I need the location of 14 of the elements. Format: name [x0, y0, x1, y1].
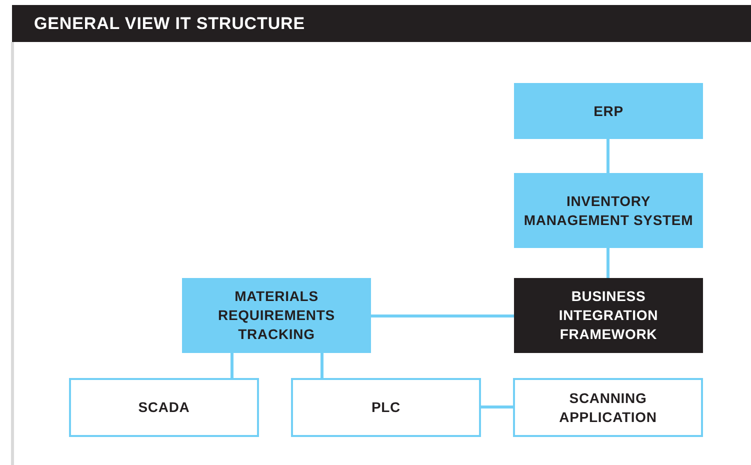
process-box: BUSINESS INTEGRATION FRAMEWORK [514, 278, 703, 353]
connector-line [606, 139, 610, 173]
process-box: SCANNING APPLICATION [513, 378, 703, 437]
process-box: INVENTORY MANAGEMENT SYSTEM [514, 173, 703, 248]
connector-line [320, 353, 324, 378]
connector-line [606, 248, 610, 278]
process-box: MATERIALS REQUIREMENTS TRACKING [182, 278, 371, 353]
process-box: PLC [291, 378, 481, 437]
connector-line [230, 353, 234, 378]
title-bar: GENERAL VIEW IT STRUCTURE [12, 5, 751, 42]
process-box: ERP [514, 83, 703, 139]
process-box: SCADA [69, 378, 259, 437]
connector-line [481, 406, 513, 408]
connector-line [371, 314, 514, 318]
